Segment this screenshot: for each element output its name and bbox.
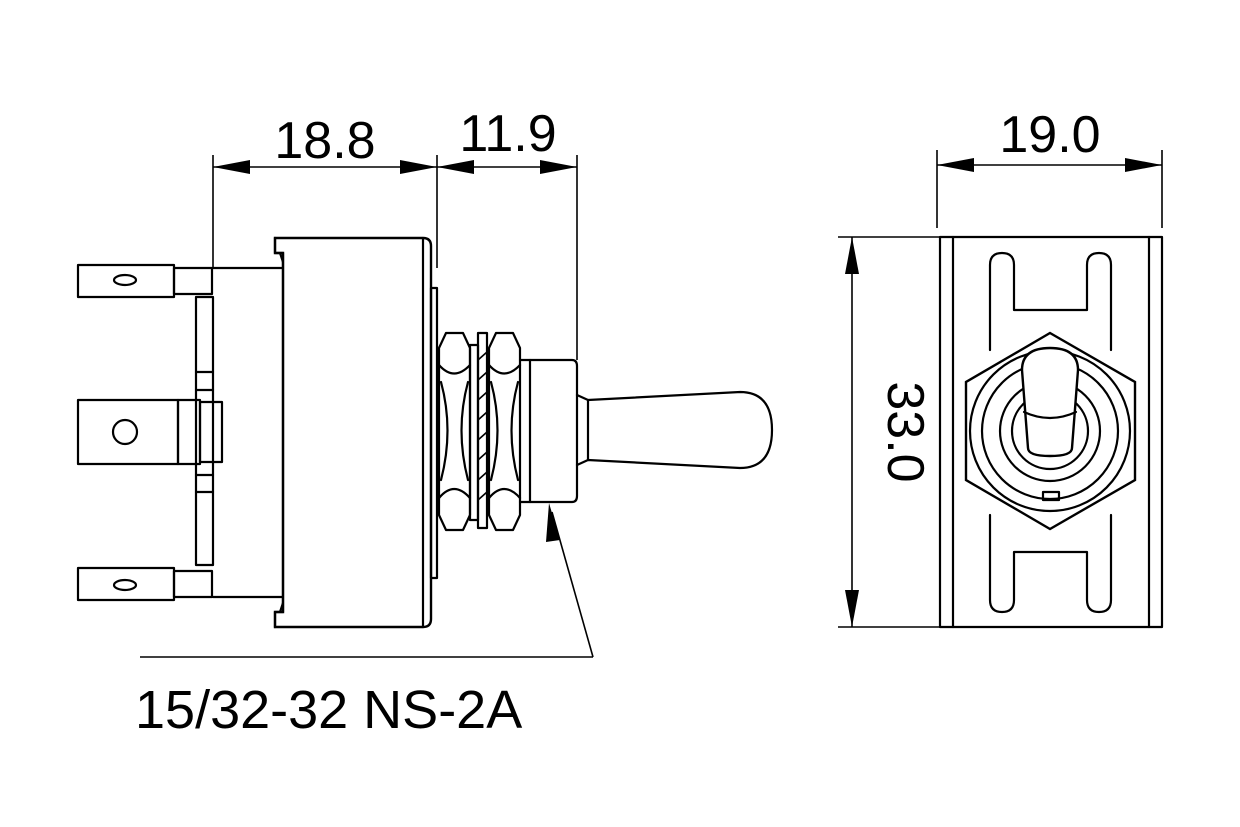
dim-body-length: 18.8 xyxy=(212,112,438,268)
toggle-lever xyxy=(575,390,774,470)
front-frame xyxy=(938,235,1164,629)
terminals xyxy=(76,263,224,602)
switch-body xyxy=(211,236,439,629)
bottom-tab xyxy=(988,513,1113,614)
top-tab xyxy=(988,251,1113,352)
dim-width-label: 19.0 xyxy=(999,106,1100,164)
front-lever xyxy=(1020,346,1080,458)
dim-height: 33.0 xyxy=(838,236,940,628)
thread-spec-label: 15/32-32 NS-2A xyxy=(135,680,522,740)
dim-body-length-label: 18.8 xyxy=(274,112,375,170)
side-view: 18.8 11.9 xyxy=(76,105,774,740)
mounting-hardware xyxy=(437,331,579,532)
thread-leader xyxy=(140,503,594,658)
dim-bushing-length-label: 11.9 xyxy=(459,105,556,163)
dim-bushing-length: 11.9 xyxy=(437,105,578,360)
dim-width: 19.0 xyxy=(936,106,1163,228)
front-view: 19.0 33.0 xyxy=(838,106,1164,629)
dim-height-label: 33.0 xyxy=(876,381,934,482)
